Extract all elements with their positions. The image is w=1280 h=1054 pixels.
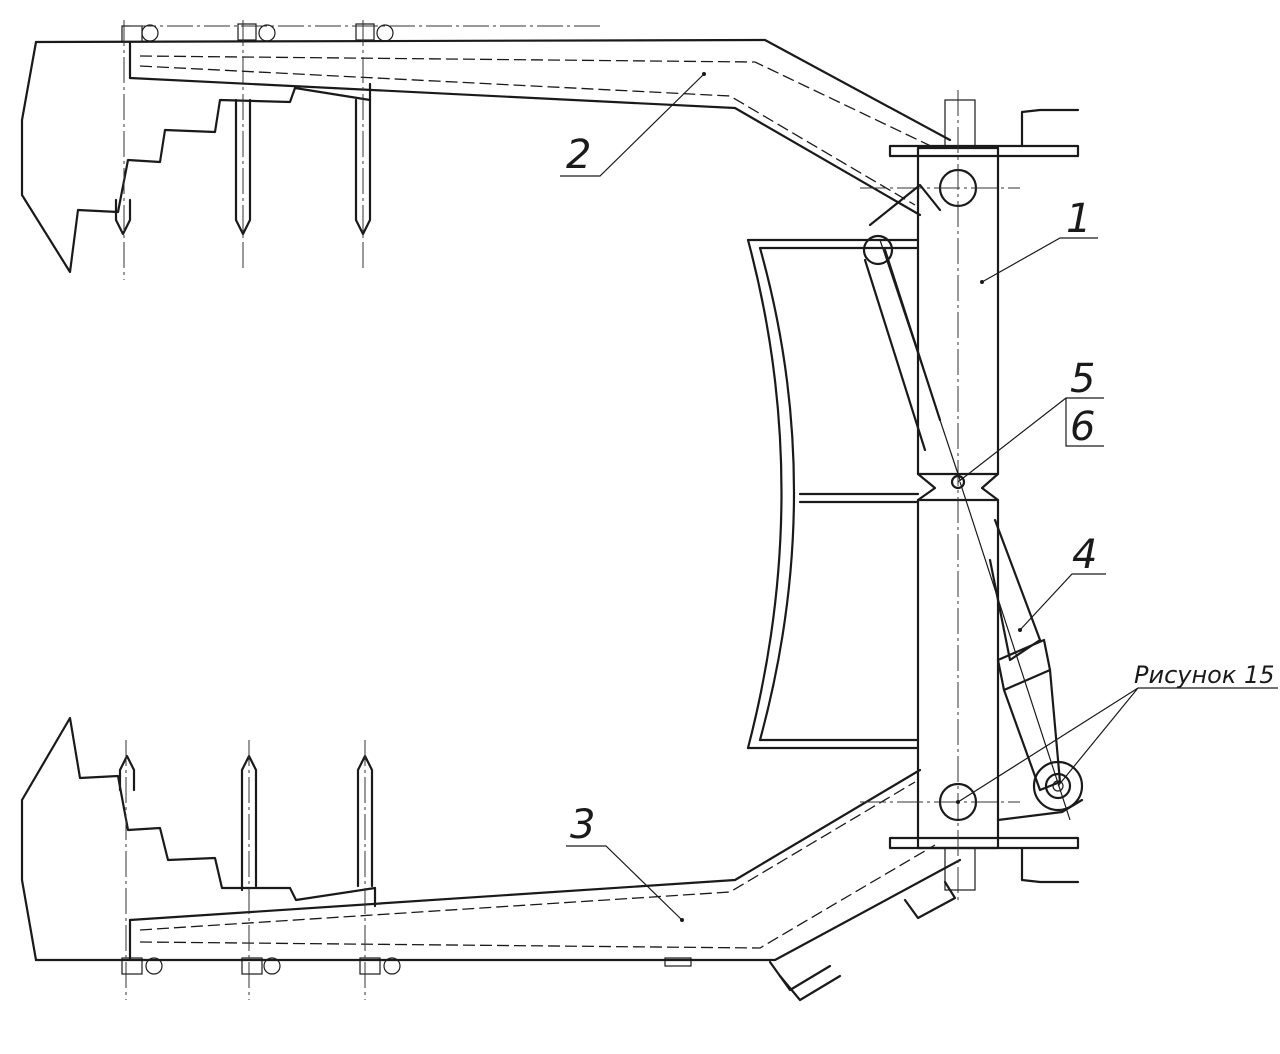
callout-figure-ref: Рисунок 15: [956, 661, 1278, 804]
vertical-frame: [860, 90, 1080, 900]
callout-3: 3: [566, 802, 684, 922]
hydraulic-cylinder: [862, 183, 1084, 822]
callout-1-label: 1: [1066, 196, 1091, 242]
lower-arm: [20, 716, 962, 1002]
figure-ref-label: Рисунок 15: [1134, 661, 1275, 689]
callout-3-label: 3: [570, 802, 595, 848]
callout-2: 2: [560, 72, 706, 178]
callout-2-label: 2: [566, 132, 591, 178]
callout-5-6: 5 6: [957, 356, 1104, 483]
callout-6-label: 6: [1070, 404, 1095, 450]
callout-4: 4: [1018, 532, 1106, 632]
upper-arm: [20, 20, 952, 280]
callout-4-label: 4: [1072, 532, 1097, 578]
curved-guard: [746, 238, 920, 750]
callout-1: 1: [980, 196, 1098, 284]
callout-5-label: 5: [1070, 356, 1095, 402]
